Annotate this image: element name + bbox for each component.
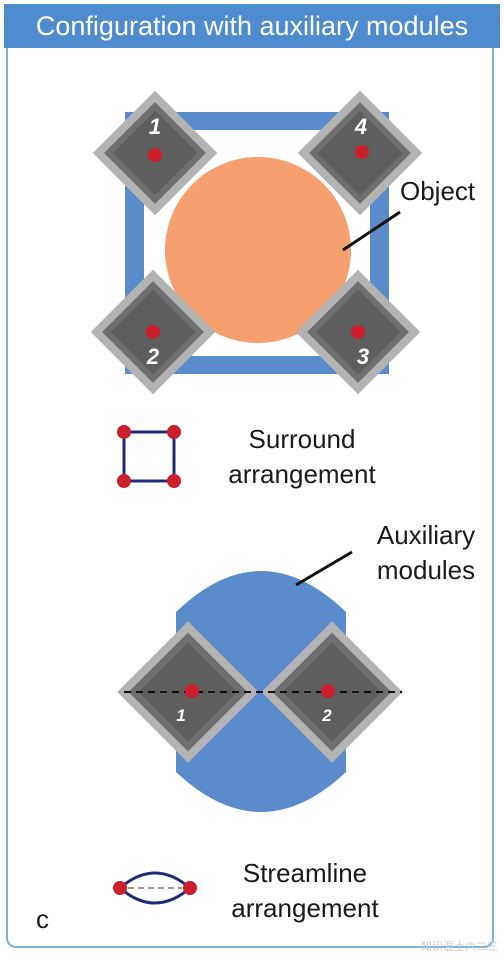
panel-title: Configuration with auxiliary modules [4,4,500,48]
sensor-dot [146,325,160,339]
panel-letter: c [36,904,49,934]
sensor-dot [185,684,199,698]
module-number: 3 [356,344,370,369]
sensor-dot [321,684,335,698]
sensor-dot [148,148,162,162]
module-number: 2 [322,706,332,725]
auxiliary-leader-line [295,550,353,587]
panel-border [6,48,494,948]
watermark-text: 知识混土六二三 [421,941,498,953]
object-label: Object [400,176,476,206]
streamline-arrangement-icon [113,871,197,905]
auxiliary-label-line1: Auxiliary [376,520,476,550]
auxiliary-modules-label: Auxiliary modules [356,518,496,588]
module-number: 4 [354,114,368,139]
surround-arrangement-label: Surround arrangement [212,422,392,492]
streamline-label-line2: arrangement [231,893,379,924]
module-number: 2 [146,344,160,369]
auxiliary-label-line2: modules [376,555,476,586]
surround-arrangement-icon [117,425,181,488]
surround-label-line1: Surround [248,424,356,454]
sensor-dot [355,145,369,159]
object-circle [165,157,351,343]
surround-label-line2: arrangement [228,459,376,490]
module-number: 1 [176,706,186,725]
sensor-dot [351,325,365,339]
streamline-arrangement-label: Streamline arrangement [210,856,400,926]
streamline-label-line1: Streamline [242,858,368,888]
object-leader-line [342,210,401,252]
module-number: 1 [148,114,162,139]
